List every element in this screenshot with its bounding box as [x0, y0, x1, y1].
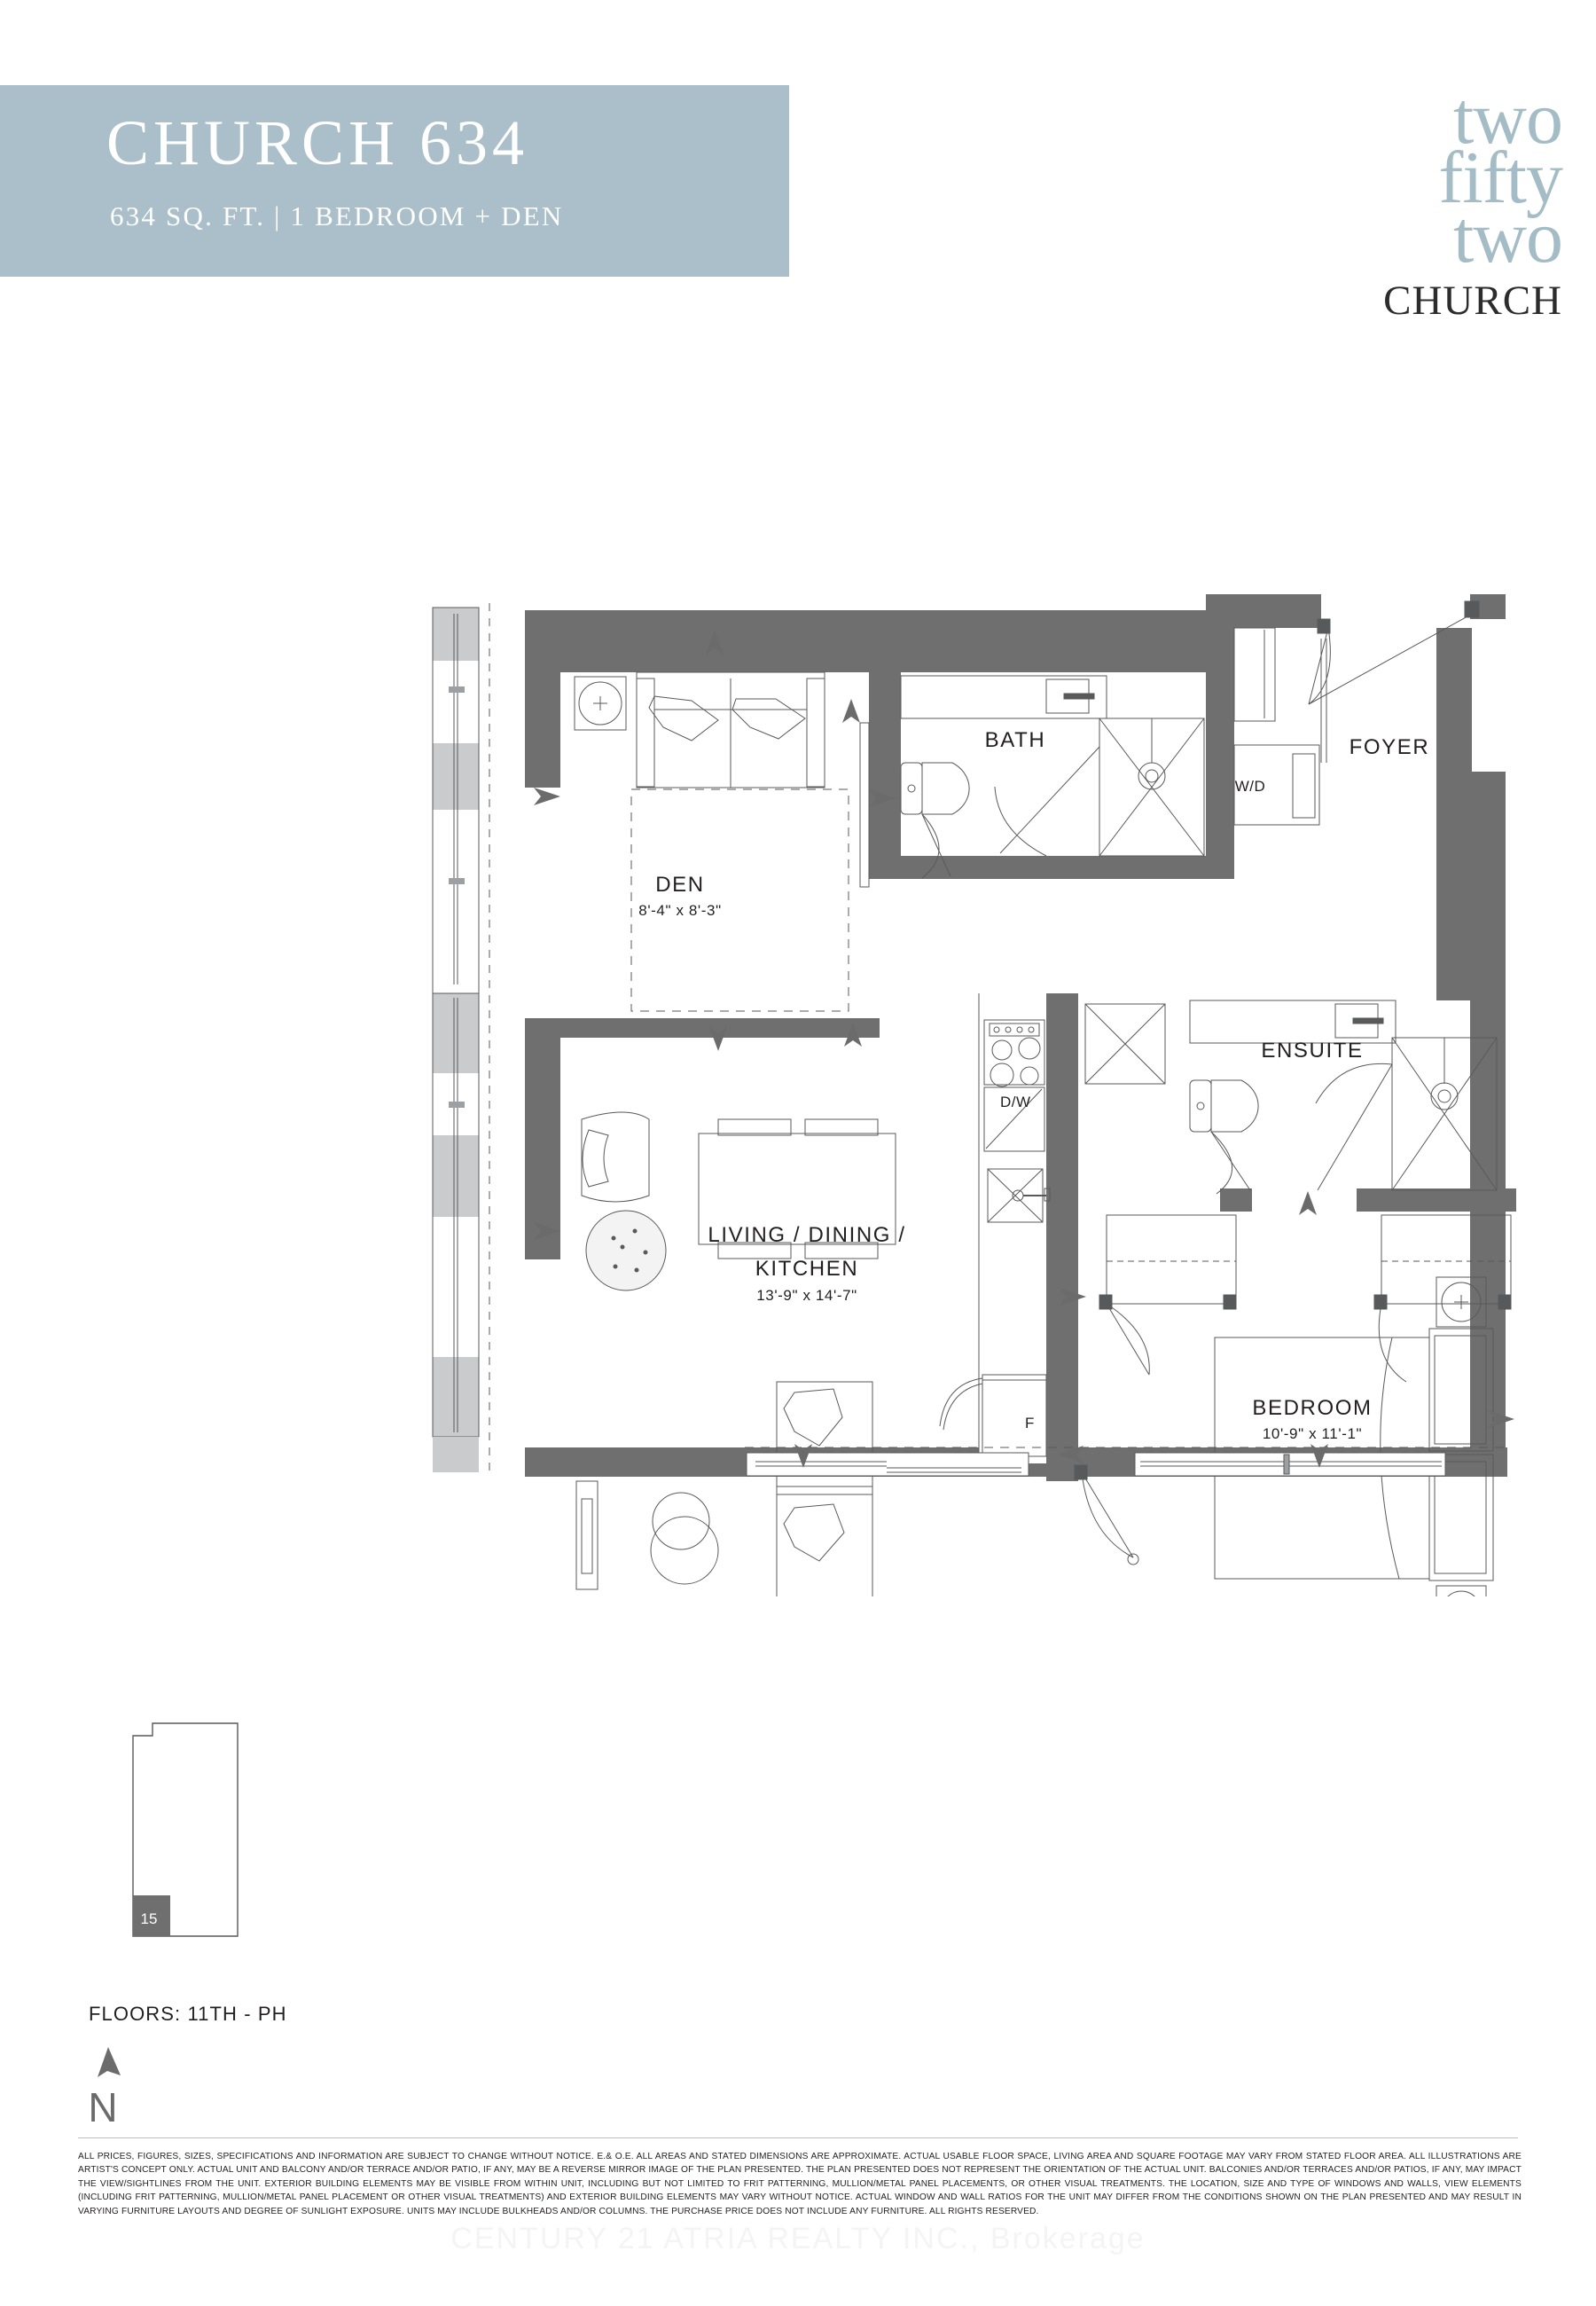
den-side-table [574, 676, 627, 731]
key-plan-highlight [133, 1895, 170, 1936]
room-label-living: LIVING / DINING / [708, 1223, 905, 1247]
logo-line-two-2: two [1453, 196, 1563, 279]
appliance-label-f: F [1025, 1415, 1035, 1431]
room-label-ensuite: ENSUITE [1261, 1039, 1363, 1063]
logo-line-fifty: fifty [1438, 137, 1563, 220]
shower-door-swing [994, 786, 1047, 857]
kitchen [939, 993, 1166, 1463]
bath-vanity [900, 675, 1107, 719]
room-dim-living: 13'-9" x 14'-7" [756, 1287, 857, 1304]
room-label-foyer: FOYER [1350, 735, 1430, 759]
page-subtitle: 634 SQ. FT. | 1 BEDROOM + DEN [110, 200, 564, 231]
north-letter: N [88, 2084, 117, 2130]
nightstand-lower [1428, 1454, 1494, 1581]
floors-label: FLOORS: 11TH - PH [89, 2003, 287, 2025]
nightstand-upper [1428, 1328, 1494, 1452]
range [983, 1019, 1045, 1086]
entry-door [1308, 600, 1480, 705]
washer-dryer [1233, 744, 1320, 826]
plan-linework [574, 600, 1512, 1596]
dining-table [698, 1133, 896, 1245]
laundry-closet [1233, 627, 1327, 826]
round-rug [585, 1210, 667, 1291]
room-label-bedroom: BEDROOM [1252, 1396, 1372, 1420]
north-arrow-head [98, 2047, 121, 2077]
brokerage-watermark: CENTURY 21 ATRIA REALTY INC., Brokerage [450, 2222, 1146, 2255]
brand-logo: two fifty two CHURCH [1270, 77, 1563, 324]
living-furniture [575, 1111, 896, 1596]
exterior-window-wall-left [432, 603, 490, 1477]
dishwasher [983, 1086, 1045, 1152]
room-floors [560, 628, 1445, 1447]
page-title: CHURCH 634 [106, 107, 529, 178]
room-label-bath: BATH [985, 728, 1046, 752]
key-plan-unit-number: 15 [141, 1910, 158, 1927]
den-rug [630, 788, 849, 1012]
room-dim-den: 8'-4" x 8'-3" [638, 902, 721, 919]
ensuite-vanity [1189, 1000, 1396, 1044]
bottom-glazing [745, 1447, 1507, 1477]
toilet-ensuite [1189, 1079, 1259, 1133]
tv-console [575, 1480, 598, 1590]
room-label-den: DEN [655, 873, 704, 897]
title-band [0, 85, 789, 277]
den-sofa [636, 671, 825, 788]
room-label-kitchen: KITCHEN [755, 1257, 859, 1281]
footer-divider [78, 2137, 1518, 2138]
floor-plan: DEN 8'-4" x 8'-3" BATH FOYER LIVING / DI… [426, 594, 1569, 1596]
bath-fixtures [900, 675, 1205, 879]
logo-line-church: CHURCH [1383, 277, 1562, 324]
room-dim-bedroom: 10'-9" x 11'-1" [1263, 1425, 1362, 1442]
key-plan: 15 [106, 1716, 337, 1982]
bedroom-closets [1099, 1214, 1512, 1383]
ensuite-fixtures [1189, 1000, 1498, 1195]
appliance-label-wd: W/D [1235, 778, 1266, 795]
bedroom-door [1074, 1464, 1139, 1565]
pantry [1084, 1003, 1166, 1085]
disclaimer-text: ALL PRICES, FIGURES, SIZES, SPECIFICATIO… [78, 2152, 1522, 2216]
toilet-bath [900, 762, 970, 815]
appliance-label-dw: D/W [1000, 1094, 1031, 1110]
north-arrow: N [78, 2040, 149, 2137]
direction-arrows [534, 631, 1514, 1468]
logo-line-two: two [1453, 77, 1563, 160]
bath-door-swing [921, 813, 940, 879]
